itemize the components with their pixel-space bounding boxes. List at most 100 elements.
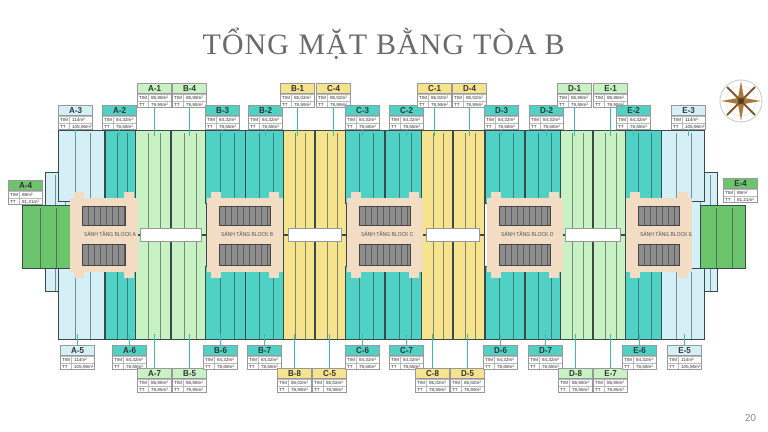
corridor [565, 228, 621, 242]
unit-code: E-7 [594, 369, 627, 379]
wall-line [117, 269, 118, 339]
wall-line [411, 269, 412, 339]
area-value: 79,95m² [605, 102, 624, 108]
wall-line [234, 133, 235, 203]
lobby-vertical [211, 192, 221, 278]
wall-line [616, 133, 617, 234]
area-type-label: TT [418, 101, 429, 108]
area-value: 85,02m² [466, 95, 483, 100]
wall-line [184, 133, 185, 234]
unit-area-e-5 [660, 268, 705, 340]
area-value: 78,99m² [431, 101, 448, 107]
area-type-label: TIM [418, 95, 429, 101]
wall-line [90, 271, 91, 339]
wall-line [295, 238, 296, 339]
leader-line [129, 334, 130, 345]
area-value: 79,95m² [151, 386, 168, 392]
leader-line [154, 103, 155, 136]
unit-area-a-4 [22, 205, 72, 269]
area-type-label: TIM [113, 357, 124, 363]
wall-line [305, 133, 306, 234]
area-value: 84,32m² [403, 117, 420, 122]
unit-code: C-6 [346, 346, 379, 356]
unit-code: E-1 [594, 84, 627, 94]
area-type-label: TT [138, 386, 149, 393]
leader-line [264, 334, 265, 345]
area-type-label: TIM [138, 380, 149, 386]
lobby-vertical [678, 192, 688, 278]
area-value: 78,68m² [116, 123, 133, 129]
area-type-label: TT [61, 363, 72, 370]
area-value: 114m² [72, 117, 85, 122]
area-type-label: TT [346, 363, 357, 370]
area-value: 78,68m² [497, 363, 514, 369]
leader-line [119, 125, 120, 136]
leader-line [546, 125, 547, 136]
area-type-label: TIM [281, 95, 292, 101]
area-type-label: TIM [346, 357, 357, 363]
unit-code: D-8 [559, 369, 592, 379]
compass-rose-icon [719, 79, 763, 123]
area-value: 78,68m² [219, 123, 236, 129]
lobby-label: SẢNH TẦNG BLOCK A [84, 232, 136, 238]
area-type-label: TT [248, 363, 259, 370]
area-value: 79,95m² [186, 101, 203, 107]
wall-line [433, 133, 434, 234]
unit-code: D-7 [529, 346, 562, 356]
area-value: 85,98m² [151, 380, 168, 385]
leader-line [639, 334, 640, 345]
unit-area-c-8 [421, 235, 453, 340]
unit-code: A-1 [138, 84, 171, 94]
area-value: 84,32m² [403, 357, 420, 362]
unit-code: B-4 [173, 84, 206, 94]
wall-line [305, 238, 306, 339]
area-type-label: TIM [623, 357, 634, 363]
wall-line [443, 238, 444, 339]
unit-code: E-4 [724, 179, 757, 189]
wall-line [148, 238, 149, 339]
area-value: 79,95m² [572, 386, 589, 392]
area-value: 84,32m² [116, 117, 133, 122]
leader-line [469, 103, 470, 136]
unit-code: D-6 [484, 346, 517, 356]
area-type-label: TIM [313, 380, 324, 386]
unit-code: B-2 [249, 106, 282, 116]
unit-code: A-7 [138, 369, 171, 379]
wall-line [605, 133, 606, 234]
unit-area-d-8 [560, 235, 593, 340]
unit-code: E-6 [623, 346, 656, 356]
wall-line [220, 133, 221, 203]
unit-area-a-5 [58, 268, 105, 340]
wall-line [373, 133, 374, 203]
area-value: 85,98m² [607, 380, 624, 385]
area-value: 85,98m² [186, 95, 203, 100]
wall-line [234, 269, 235, 339]
leader-line [545, 334, 546, 345]
elevator-core [359, 206, 411, 226]
area-type-label: TT [173, 101, 184, 108]
